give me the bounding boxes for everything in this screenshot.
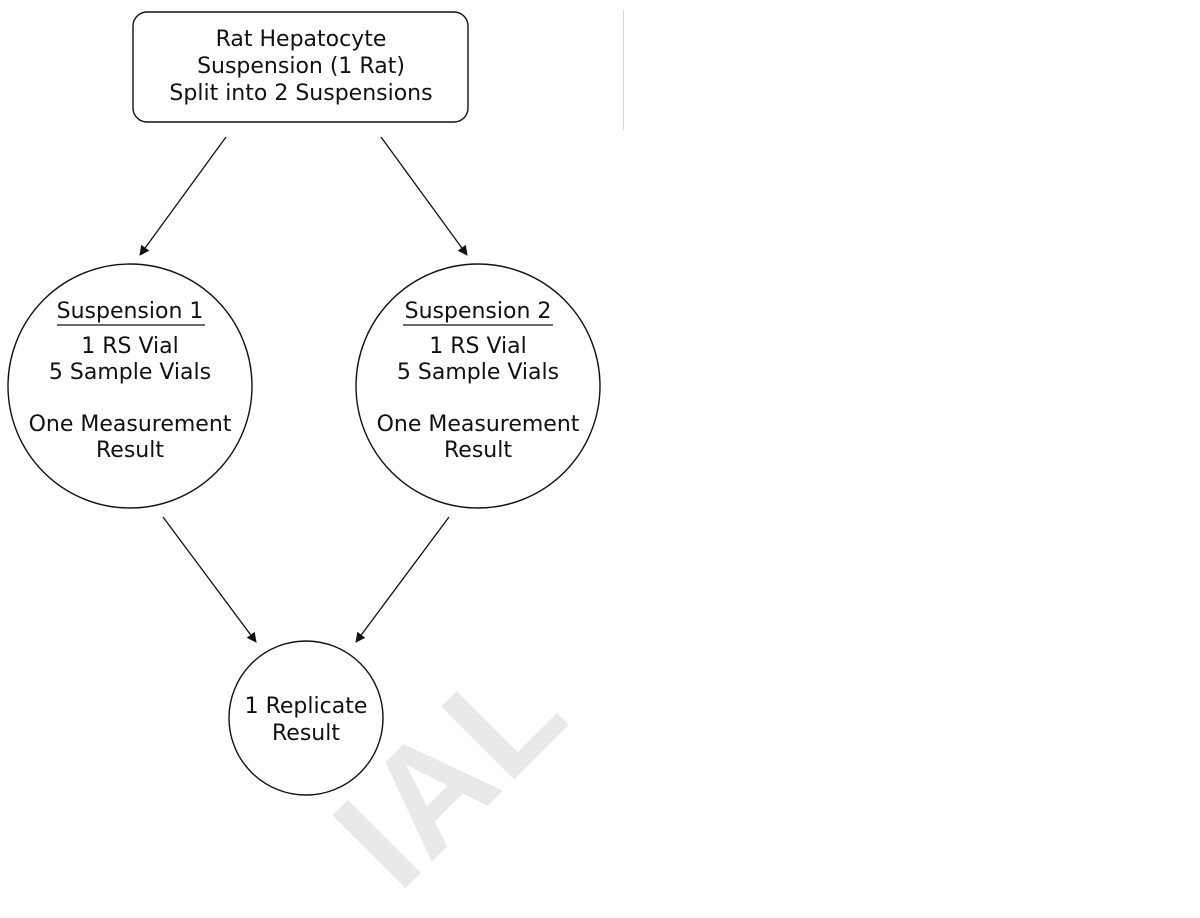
top-node-line2: Suspension (1 Rat) (197, 54, 405, 79)
top-node-box (132, 11, 469, 123)
flow-diagram: Rat Hepatocyte Suspension (1 Rat) Split … (7, 11, 601, 796)
suspension-1-title: Suspension 1 (57, 299, 204, 324)
replicate-result-line1: 1 Replicate (245, 694, 368, 719)
suspension-1-line2: 5 Sample Vials (49, 360, 211, 385)
suspension-1-line1: 1 RS Vial (81, 334, 179, 359)
suspension-1-line3: One Measurement (29, 412, 232, 437)
arrow-top-to-suspension-1 (139, 136, 227, 256)
suspension-2-line1: 1 RS Vial (429, 334, 527, 359)
suspension-2-line3: One Measurement (377, 412, 580, 437)
suspension-1-line4: Result (96, 438, 164, 463)
suspension-2-line2: 5 Sample Vials (397, 360, 559, 385)
arrow-suspension-1-to-result (162, 516, 257, 643)
replicate-result-circle (228, 640, 384, 796)
top-node-line1: Rat Hepatocyte (216, 27, 387, 52)
suspension-2-line4: Result (444, 438, 512, 463)
suspension-2-title: Suspension 2 (405, 299, 552, 324)
diagram-canvas: IAL Rat Hepatocyte Suspension (1 Rat) Sp… (7, 10, 624, 918)
divider-line (623, 10, 624, 130)
replicate-result-line2: Result (272, 721, 340, 746)
arrow-suspension-2-to-result (355, 516, 450, 643)
arrow-top-to-suspension-2 (380, 136, 468, 256)
top-node-line3: Split into 2 Suspensions (169, 81, 432, 106)
